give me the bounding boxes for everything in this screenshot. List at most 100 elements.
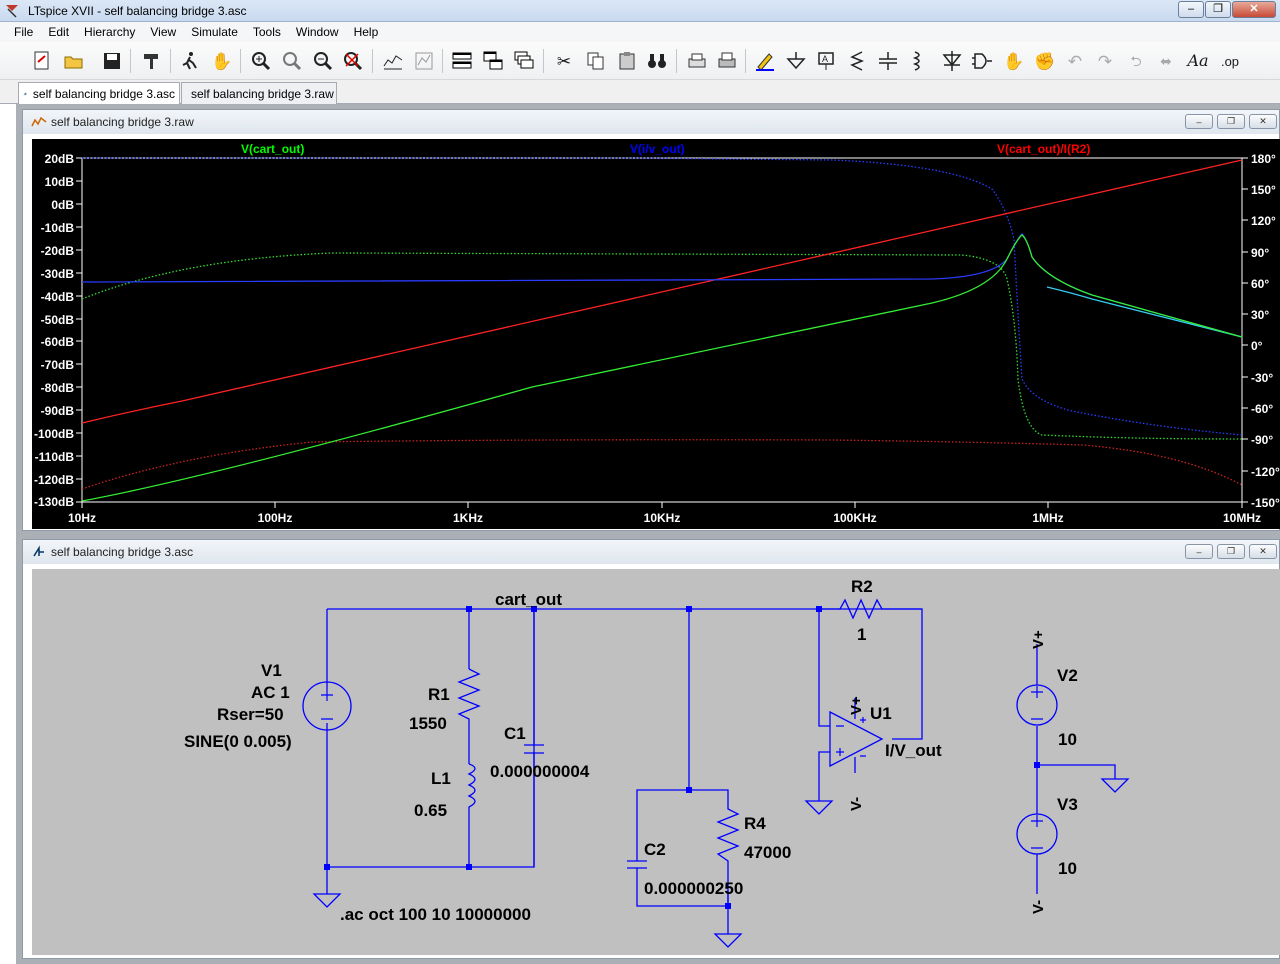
menu-hierarchy[interactable]: Hierarchy — [84, 25, 136, 39]
r1-value-label[interactable]: 1550 — [409, 714, 447, 733]
waveform-window-titlebar[interactable]: self balancing bridge 3.raw – ❐ ✕ — [23, 110, 1279, 134]
capacitor-icon[interactable] — [876, 49, 900, 73]
open-folder-icon[interactable] — [62, 49, 86, 73]
c1-name-label[interactable]: C1 — [504, 724, 526, 743]
opamp-vplus-label[interactable]: V+ — [848, 696, 865, 715]
schematic-close-button[interactable]: ✕ — [1249, 544, 1277, 559]
menu-window[interactable]: Window — [295, 25, 339, 39]
schematic-drawing[interactable]: cart_out V1 AC 1 Rser=50 SINE(0 0.005) R… — [32, 569, 1280, 955]
mirror-icon[interactable]: ⬌ — [1160, 53, 1172, 69]
trace-cart-out-phase[interactable] — [81, 252, 1243, 440]
resistor-icon[interactable] — [845, 49, 869, 73]
v2-name-label[interactable]: V2 — [1057, 666, 1078, 685]
v3-name-label[interactable]: V3 — [1057, 795, 1078, 814]
cut-icon[interactable]: ✂ — [556, 51, 572, 71]
schematic-restore-button[interactable]: ❐ — [1217, 544, 1245, 559]
diode-icon[interactable] — [940, 49, 964, 73]
trace-impedance-phase[interactable] — [81, 439, 1243, 490]
autorange-icon[interactable] — [381, 49, 405, 73]
draw-wire-pencil-icon[interactable] — [753, 49, 777, 73]
waveform-restore-button[interactable]: ❐ — [1217, 114, 1245, 129]
copy-icon[interactable] — [584, 49, 608, 73]
halt-hand-icon[interactable]: ✋ — [211, 51, 233, 71]
tab-waveform[interactable]: self balancing bridge 3.raw — [181, 82, 337, 104]
menu-help[interactable]: Help — [353, 25, 379, 39]
text-icon[interactable]: Aa — [1187, 51, 1209, 70]
trace-cart-out-magnitude[interactable] — [81, 234, 1243, 502]
cascade-icon[interactable] — [512, 49, 536, 73]
save-icon[interactable] — [100, 49, 124, 73]
c2-value-label[interactable]: 0.000000250 — [644, 879, 743, 898]
close-button[interactable]: ✕ — [1232, 1, 1276, 18]
l1-value-label[interactable]: 0.65 — [414, 801, 447, 820]
zoom-fit-icon[interactable] — [341, 49, 365, 73]
v3-vminus-label[interactable]: V- — [1030, 900, 1047, 914]
print-icon[interactable] — [685, 49, 709, 73]
label-net-icon[interactable]: A — [814, 49, 838, 73]
v2-vplus-label[interactable]: V+ — [1030, 630, 1047, 649]
right-axis-label: 150° — [1251, 183, 1276, 197]
plot-settings-icon[interactable] — [412, 49, 436, 73]
menu-simulate[interactable]: Simulate — [191, 25, 238, 39]
trace-iv-out-phase[interactable] — [82, 157, 1243, 436]
zoom-out-icon[interactable] — [311, 49, 335, 73]
ground-icon[interactable] — [784, 49, 808, 73]
drag-hand-icon[interactable]: ✊ — [1034, 51, 1056, 71]
menu-view[interactable]: View — [150, 25, 177, 39]
waveform-plot-area[interactable]: V(cart_out) V(i/v_out) V(cart_out)/I(R2)… — [32, 139, 1280, 529]
inductor-icon[interactable] — [906, 49, 930, 73]
net-label-cart-out[interactable]: cart_out — [495, 590, 562, 609]
l1-name-label[interactable]: L1 — [431, 769, 451, 788]
component-icon[interactable] — [970, 49, 994, 73]
undo-icon[interactable]: ↶ — [1067, 51, 1083, 71]
c1-value-label[interactable]: 0.000000004 — [490, 762, 590, 781]
v1-rser-label[interactable]: Rser=50 — [217, 705, 284, 724]
menu-edit[interactable]: Edit — [48, 25, 70, 39]
rotate-icon[interactable]: ⮌ — [1130, 53, 1142, 69]
c2-name-label[interactable]: C2 — [644, 840, 666, 859]
spice-directive-icon[interactable]: .op — [1220, 53, 1240, 69]
net-label-iv-out[interactable]: I/V_out — [885, 741, 942, 760]
opamp-vminus-label[interactable]: V- — [848, 797, 865, 811]
r1-name-label[interactable]: R1 — [428, 685, 450, 704]
left-axis-label: -50dB — [41, 313, 75, 327]
trace-label-impedance[interactable]: V(cart_out)/I(R2) — [997, 142, 1090, 156]
v2-value-label[interactable]: 10 — [1058, 730, 1077, 749]
v3-value-label[interactable]: 10 — [1058, 859, 1077, 878]
bode-plot[interactable]: V(cart_out) V(i/v_out) V(cart_out)/I(R2)… — [32, 139, 1280, 529]
tab-schematic[interactable]: self balancing bridge 3.asc — [18, 82, 180, 105]
v1-name-label[interactable]: V1 — [261, 661, 282, 680]
u1-name-label[interactable]: U1 — [870, 704, 892, 723]
find-binoculars-icon[interactable] — [645, 49, 669, 73]
hammer-icon[interactable] — [140, 49, 164, 73]
schematic-canvas[interactable]: cart_out V1 AC 1 Rser=50 SINE(0 0.005) R… — [32, 569, 1280, 955]
schematic-minimize-button[interactable]: – — [1185, 544, 1213, 559]
pan-icon[interactable] — [280, 49, 304, 73]
r4-name-label[interactable]: R4 — [744, 814, 766, 833]
move-hand-icon[interactable]: ✋ — [1003, 51, 1025, 71]
print-setup-icon[interactable] — [715, 49, 739, 73]
waveform-minimize-button[interactable]: – — [1185, 114, 1213, 129]
new-schematic-icon[interactable] — [30, 49, 54, 73]
menu-file[interactable]: File — [14, 25, 34, 39]
r2-value-label[interactable]: 1 — [857, 625, 866, 644]
v1-ac-label[interactable]: AC 1 — [251, 683, 290, 702]
tile-horizontal-icon[interactable] — [450, 49, 474, 73]
trace-impedance-magnitude[interactable] — [81, 159, 1243, 424]
paste-icon[interactable] — [615, 49, 639, 73]
restore-button[interactable]: ❐ — [1205, 1, 1231, 18]
zoom-in-icon[interactable] — [249, 49, 273, 73]
schematic-window-titlebar[interactable]: self balancing bridge 3.asc – ❐ ✕ — [23, 540, 1279, 564]
v1-sine-label[interactable]: SINE(0 0.005) — [184, 732, 292, 751]
waveform-close-button[interactable]: ✕ — [1249, 114, 1277, 129]
trace-label-iv-out[interactable]: V(i/v_out) — [630, 142, 685, 156]
spice-directive-ac[interactable]: .ac oct 100 10 10000000 — [340, 905, 531, 924]
menu-tools[interactable]: Tools — [252, 25, 281, 39]
run-icon[interactable] — [178, 49, 202, 73]
r4-value-label[interactable]: 47000 — [744, 843, 791, 862]
redo-icon[interactable]: ↷ — [1097, 51, 1113, 71]
r2-name-label[interactable]: R2 — [851, 577, 873, 596]
trace-label-cart-out[interactable]: V(cart_out) — [241, 142, 304, 156]
tile-vertical-icon[interactable] — [481, 49, 505, 73]
minimize-button[interactable]: – — [1178, 1, 1204, 18]
